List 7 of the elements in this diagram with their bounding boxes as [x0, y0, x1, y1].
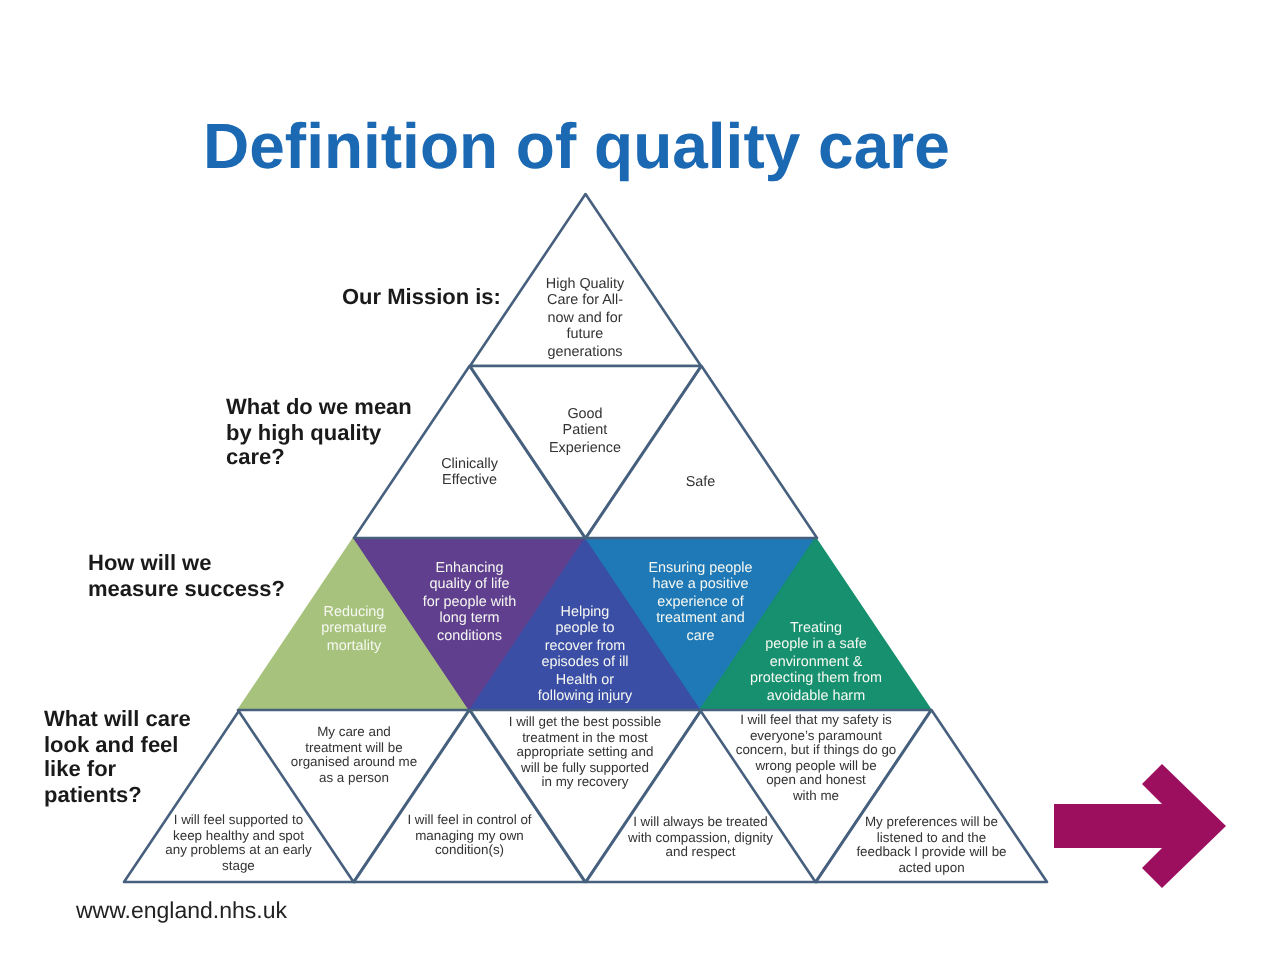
slide-title: Definition of quality care [203, 110, 950, 182]
web-address: www.england.nhs.uk [76, 898, 289, 926]
section-question: How will we measure success? [88, 552, 287, 603]
triangle-segment [469, 194, 701, 366]
section-question: Our Mission is: [342, 286, 503, 312]
section-question: What will care look and feel like for patients? [44, 708, 193, 809]
section-question: What do we mean by high quality care? [226, 396, 414, 472]
